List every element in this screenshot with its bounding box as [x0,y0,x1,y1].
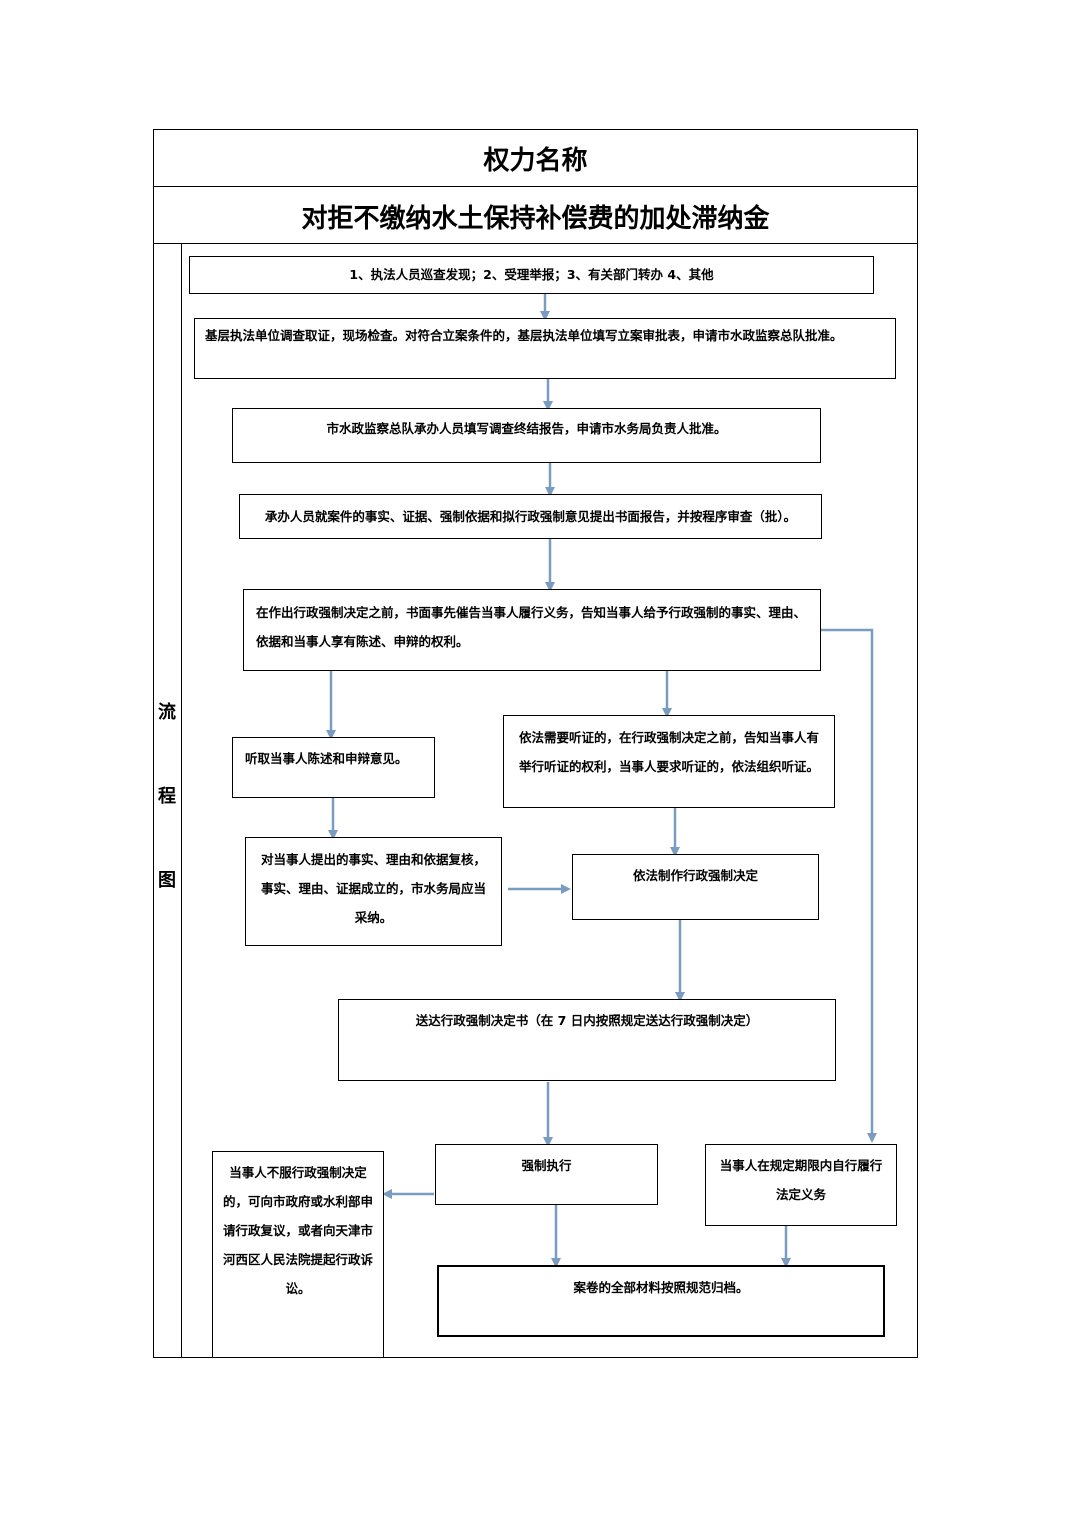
step-archive-box: 案卷的全部材料按照规范归档。 [437,1265,885,1337]
step-self-box: 当事人在规定期限内自行履行法定义务 [705,1144,897,1226]
side-column-divider [181,243,182,1358]
step-appeal-text: 当事人不服行政强制决定的，可向市政府或水利部申请行政复议，或者向天津市河西区人民… [223,1165,374,1296]
step-deliver-box: 送达行政强制决定书（在 7 日内按照规定送达行政强制决定） [338,999,836,1081]
step-adopt-text: 对当事人提出的事实、理由和依据复核，事实、理由、证据成立的，市水务局应当采纳。 [260,852,486,925]
step-report-text: 市水政监察总队承办人员填写调查终结报告，申请市水务局负责人批准。 [326,421,727,436]
step-enforce-box: 强制执行 [435,1144,658,1205]
header-divider [153,186,918,187]
step-decide-box: 依法制作行政强制决定 [572,854,819,920]
step-investigate-box: 基层执法单位调查取证，现场检查。对符合立案条件的，基层执法单位填写立案审批表，申… [194,318,896,379]
step-self-text: 当事人在规定期限内自行履行法定义务 [719,1158,883,1202]
step-adopt-box: 对当事人提出的事实、理由和依据复核，事实、理由、证据成立的，市水务局应当采纳。 [245,837,502,946]
step-hearing-box: 依法需要听证的，在行政强制决定之前，告知当事人有举行听证的权利，当事人要求听证的… [503,715,835,808]
step-report-box: 市水政监察总队承办人员填写调查终结报告，申请市水务局负责人批准。 [232,408,821,463]
step-notice-box: 在作出行政强制决定之前，书面事先催告当事人履行义务，告知当事人给予行政强制的事实… [243,589,821,671]
step-review-box: 承办人员就案件的事实、证据、强制依据和拟行政强制意见提出书面报告，并按程序审查（… [239,494,822,539]
side-label-char-1: 流 [158,702,176,723]
step-sources-box: 1、执法人员巡查发现；2、受理举报；3、有关部门转办 4、其他 [189,256,874,294]
form-frame [153,129,918,1358]
arrow-notice-to-self [821,628,877,1143]
step-review-text: 承办人员就案件的事实、证据、强制依据和拟行政强制意见提出书面报告，并按程序审查（… [264,509,797,524]
step-decide-text: 依法制作行政强制决定 [632,868,758,883]
side-label-char-3: 图 [158,870,176,891]
step-hearing-text: 依法需要听证的，在行政强制决定之前，告知当事人有举行听证的权利，当事人要求听证的… [518,730,819,774]
step-deliver-text: 送达行政强制决定书（在 7 日内按照规定送达行政强制决定） [415,1013,759,1028]
step-enforce-text: 强制执行 [521,1158,572,1173]
step-listen-text: 听取当事人陈述和申辩意见。 [245,751,408,766]
step-sources-text: 1、执法人员巡查发现；2、受理举报；3、有关部门转办 4、其他 [349,267,714,282]
header-label: 权力名称 [483,146,588,176]
step-archive-text: 案卷的全部材料按照规范归档。 [573,1280,749,1295]
step-appeal-box: 当事人不服行政强制决定的，可向市政府或水利部申请行政复议，或者向天津市河西区人民… [212,1151,384,1358]
step-investigate-text: 基层执法单位调查取证，现场检查。对符合立案条件的，基层执法单位填写立案审批表，申… [205,328,843,343]
title-divider [153,243,918,244]
side-label-char-2: 程 [158,786,176,807]
page-title: 对拒不缴纳水土保持补偿费的加处滞纳金 [301,204,770,234]
step-listen-box: 听取当事人陈述和申辩意见。 [232,737,435,798]
step-notice-text: 在作出行政强制决定之前，书面事先催告当事人履行义务，告知当事人给予行政强制的事实… [256,605,807,649]
